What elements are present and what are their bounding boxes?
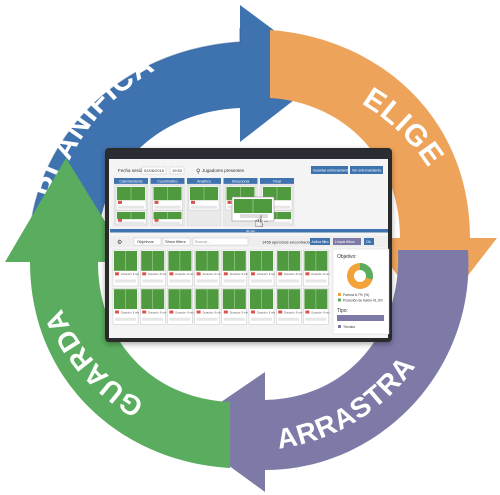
- legend-item-1: Fuerza 6.7% (%): [343, 293, 369, 297]
- exercise-search-input[interactable]: [192, 237, 249, 246]
- card-duration: Duración: 8 min: [203, 272, 222, 276]
- session-exercise-card[interactable]: [152, 185, 183, 211]
- card-duration: Duración: 8 min: [284, 310, 303, 314]
- save-training-button[interactable]: [311, 166, 348, 174]
- card-duration: Duración: 8 min: [311, 310, 330, 314]
- column-header-label: Calentamiento: [119, 179, 142, 183]
- filter-bar: ⚙ Objetivos Show filters Buscar... 1456 …: [110, 236, 388, 247]
- dragged-exercise-card[interactable]: [231, 196, 275, 222]
- card-duration: Duración: 8 min: [257, 272, 276, 276]
- column-header-label: Analítico: [197, 179, 211, 183]
- library-exercise-card[interactable]: Duración: 8 min: [248, 249, 276, 287]
- card-duration: Duración: 8 min: [257, 310, 276, 314]
- card-duration: Duración: 8 min: [148, 272, 167, 276]
- ok-label: Ok: [366, 240, 371, 244]
- show-filters-select[interactable]: [162, 237, 191, 246]
- legend-swatch-green: [338, 298, 341, 302]
- session-exercise-card[interactable]: [115, 185, 147, 211]
- window-title-bar: [107, 150, 390, 159]
- tipo-swatch: [338, 325, 341, 328]
- library-exercise-card[interactable]: Duración: 8 min: [112, 288, 140, 325]
- card-duration: Duración: 8 min: [121, 272, 140, 276]
- tipo-bar: [337, 315, 384, 321]
- card-duration: Duración: 8 min: [230, 310, 249, 314]
- library-exercise-card[interactable]: Duración: 8 min: [167, 249, 194, 287]
- column-header: [223, 178, 258, 184]
- session-column: Final: [259, 178, 295, 227]
- card-duration: Duración: 8 min: [148, 310, 167, 314]
- ok-button[interactable]: [364, 238, 374, 245]
- library-exercise-card[interactable]: Duración: 8 min: [221, 288, 249, 325]
- session-exercise-card[interactable]: [152, 210, 183, 225]
- objetivos-select[interactable]: [133, 237, 162, 246]
- library-exercise-card[interactable]: Duración: 8 min: [194, 249, 222, 287]
- column-header: [114, 178, 148, 184]
- session-exercise-card[interactable]: [188, 185, 220, 211]
- tipo-item: Técnico: [343, 325, 355, 329]
- library-exercise-card[interactable]: Duración: 8 min: [276, 288, 303, 325]
- activate-filter-button[interactable]: [310, 238, 330, 245]
- date-field[interactable]: [141, 166, 167, 175]
- clear-filters-label: Limpia filtros: [335, 240, 355, 244]
- show-filters-label: Show filters: [165, 239, 186, 244]
- objective-side-panel: Objetivo: Fuerza 6.7% (%) Posesión de ba…: [332, 248, 390, 335]
- time-field[interactable]: [169, 166, 185, 175]
- view-training-label: Ver entrenamiento: [352, 169, 381, 173]
- objetivos-select-label: Objetivos: [137, 239, 154, 244]
- session-column: Analítico: [186, 178, 222, 227]
- session-duration-strip: [110, 229, 388, 233]
- settings-gear-icon[interactable]: ⚙: [117, 239, 122, 246]
- library-exercise-card[interactable]: Duración: 8 min: [112, 249, 140, 287]
- hand-cursor-icon: ☝: [254, 214, 264, 231]
- library-exercise-card[interactable]: Duración: 8 min: [303, 249, 330, 287]
- players-label: Jugadores presentes: [202, 168, 245, 173]
- library-exercise-card[interactable]: Duración: 8 min: [248, 288, 276, 325]
- card-duration: Duración: 8 min: [121, 310, 140, 314]
- library-exercise-card[interactable]: Duración: 8 min: [139, 249, 167, 287]
- card-duration: Duración: 8 min: [284, 272, 303, 276]
- card-duration: Duración: 8 min: [311, 272, 330, 276]
- card-duration: Duración: 8 min: [175, 310, 194, 314]
- library-exercise-card[interactable]: Duración: 8 min: [139, 288, 167, 325]
- session-column: Calentamiento: [113, 178, 149, 227]
- save-training-label: Guardar entrenamiento: [313, 169, 350, 173]
- library-exercise-card[interactable]: Duración: 8 min: [221, 249, 249, 287]
- column-header: [187, 178, 221, 184]
- session-exercise-card[interactable]: [115, 210, 147, 225]
- session-duration-text: 30 min: [246, 229, 255, 233]
- session-toolbar: Fecha sesión 02/06/2015 19:53 ⚲ Jugadore…: [118, 166, 383, 175]
- library-exercise-card[interactable]: Duración: 8 min: [276, 249, 303, 287]
- column-header-label: Coordinativo: [157, 179, 177, 183]
- time-value: 19:53: [172, 168, 183, 173]
- date-value: 02/06/2015: [144, 168, 165, 173]
- exercise-count: 1456 ejercicios encontrados: [262, 240, 312, 245]
- card-duration: Duración: 8 min: [203, 310, 222, 314]
- players-search-icon: ⚲: [196, 168, 200, 175]
- card-duration: Duración: 8 min: [175, 272, 194, 276]
- objetivo-label: Objetivo:: [337, 254, 357, 260]
- activate-filter-label: Activa filtro: [312, 240, 329, 244]
- view-training-button[interactable]: [350, 166, 383, 174]
- card-duration: Duración: 8 min: [230, 272, 249, 276]
- legend-item-2: Posesión de balón 41.3%: [343, 299, 383, 303]
- clear-filters-button[interactable]: [333, 238, 361, 245]
- tipo-label: Tipo:: [337, 308, 348, 314]
- legend-swatch-orange: [338, 293, 341, 296]
- column-header-label: Final: [273, 179, 281, 183]
- column-header: [150, 178, 185, 184]
- session-column: Coordinativo: [150, 178, 185, 227]
- library-exercise-card[interactable]: Duración: 8 min: [194, 288, 222, 325]
- column-header-label: Situacional: [232, 179, 250, 183]
- exercise-search-placeholder: Buscar...: [195, 239, 211, 244]
- library-exercise-card[interactable]: Duración: 8 min: [167, 288, 194, 325]
- column-header: [260, 178, 294, 184]
- date-label: Fecha sesión: [118, 168, 145, 173]
- library-exercise-card[interactable]: Duración: 8 min: [303, 288, 330, 325]
